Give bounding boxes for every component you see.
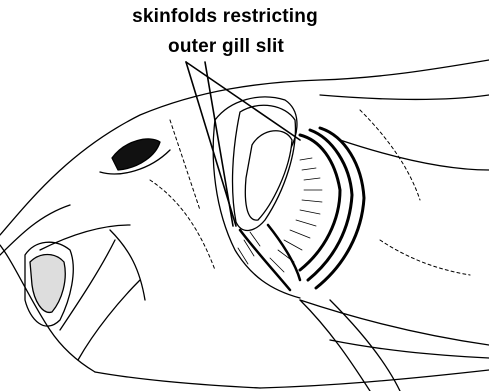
eye [100, 139, 170, 174]
pectoral-fin [300, 300, 400, 391]
mouth-region [25, 225, 145, 360]
skin-folds [150, 110, 470, 275]
gill-flap [213, 97, 300, 298]
